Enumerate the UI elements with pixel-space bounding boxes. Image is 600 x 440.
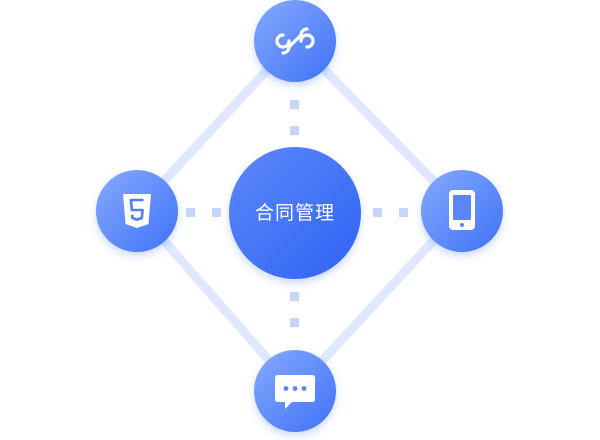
spoke-top [290,100,299,135]
node-left[interactable] [96,170,178,252]
center-label: 合同管理 [254,202,335,224]
node-bottom[interactable] [254,350,336,432]
spoke-right [373,208,408,217]
spoke-left [186,208,221,217]
spoke-bottom [290,292,299,327]
node-top[interactable] [254,0,336,82]
node-right[interactable] [421,170,503,252]
html5-icon [123,194,151,228]
chat-bubble-icon [275,375,315,409]
dotted-spokes [186,100,408,327]
mini-program-icon [275,27,315,55]
center-node [229,147,361,279]
tablet-icon [449,190,475,230]
